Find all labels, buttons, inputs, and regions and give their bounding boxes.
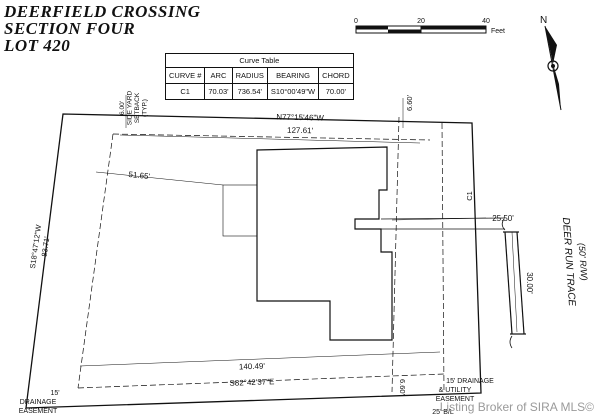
right-easement-label: 15' DRAINAGE & UTILITY EASEMENT: [436, 378, 494, 403]
svg-text:6.00': 6.00': [119, 101, 126, 115]
scale-bar: 0 20 40 Feet: [354, 18, 505, 35]
svg-text:& UTILITY: & UTILITY: [439, 387, 472, 394]
north-label: N: [540, 15, 547, 26]
svg-text:15': 15': [50, 390, 59, 397]
street-name-label: DEER RUN TRACE: [560, 217, 577, 307]
curve-id-cell: C1: [164, 83, 206, 100]
building-line: [391, 116, 400, 393]
svg-text:15' DRAINAGE: 15' DRAINAGE: [446, 378, 494, 385]
street-row-label: (50' R/W): [577, 243, 590, 281]
scale-tick-label: 40: [482, 18, 490, 25]
building-line-fragment: 25' B/L: [432, 409, 454, 416]
road-curb: [504, 231, 513, 335]
road-curb: [516, 231, 525, 335]
curve-table: Curve Table CURVE # ARC RADIUS BEARING C…: [164, 53, 354, 100]
easement-line: [441, 122, 445, 393]
west-dist-label: 83.71': [40, 235, 52, 257]
curve-label: C1: [465, 191, 474, 201]
watermark: Listing Broker of SIRA MLS©: [439, 400, 594, 414]
setback-line: [77, 373, 445, 389]
lot-title: LOT 420: [4, 36, 71, 55]
section-title: SECTION FOUR: [4, 19, 136, 38]
side-setback-label: 6.00' SIDE YARD SETBACK (TYP.): [119, 90, 149, 125]
svg-text:DRAINAGE: DRAINAGE: [20, 399, 57, 406]
bearing-cell: S10°00'49"W: [266, 83, 320, 100]
scale-unit-label: Feet: [491, 28, 505, 35]
north-dist-label: 127.61': [287, 126, 314, 136]
subdivision-title: DEERFIELD CROSSING: [4, 2, 201, 21]
dimension-line: [119, 134, 421, 144]
dimension-line: [391, 217, 487, 221]
scale-tick-label: 20: [417, 18, 425, 25]
svg-text:EASEMENT: EASEMENT: [436, 396, 475, 403]
south-bearing-label: S82°42'37"E: [229, 377, 274, 388]
front-dist-label: 25.50': [492, 214, 514, 223]
dimension-line: [511, 231, 518, 333]
bottom-offset-label: 6.60': [398, 379, 407, 396]
scale-tick-label: 0: [354, 18, 358, 25]
house-footprint: [256, 146, 393, 341]
curve-table-row: C1 70.03' 736.54' S10°00'49"W 70.00': [164, 83, 354, 100]
top-offset-label: 6.60': [405, 94, 414, 111]
dimension-line: [79, 351, 441, 367]
north-bearing-label: N77°15'46"W: [276, 112, 324, 122]
road-width-label: 30.00': [525, 272, 534, 294]
left-easement-label: 15' DRAINAGE EASEMENT: [19, 390, 60, 415]
lot-boundary: [25, 113, 482, 409]
south-dist-label: 140.49': [239, 362, 266, 372]
setback-line: [77, 133, 114, 389]
dimension-line: [95, 171, 224, 186]
north-arrow-icon: N: [540, 15, 562, 111]
svg-text:(TYP.): (TYP.): [142, 99, 149, 117]
patio-outline: [222, 184, 258, 237]
left-dist-label: 51.65': [128, 170, 151, 181]
setback-line: [112, 133, 431, 141]
svg-text:EASEMENT: EASEMENT: [19, 408, 58, 415]
svg-text:SETBACK: SETBACK: [134, 92, 141, 123]
chord-cell: 70.00': [318, 83, 354, 100]
radius-cell: 736.54': [231, 83, 268, 100]
svg-text:SIDE YARD: SIDE YARD: [127, 90, 134, 125]
